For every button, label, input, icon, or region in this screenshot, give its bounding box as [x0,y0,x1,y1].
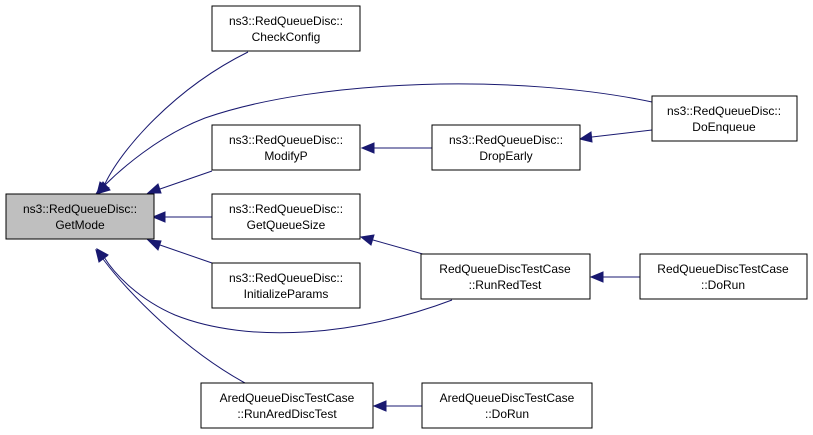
node-red-do-run-line2: ::DoRun [701,278,745,292]
node-check-config-line1: ns3::RedQueueDisc:: [229,14,343,28]
node-drop-early-line2: DropEarly [479,149,532,163]
node-run-ared-disc-test-line1: AredQueueDiscTestCase [220,391,355,405]
edge-check-config-to-get-mode [96,51,249,195]
node-initialize-params-line1: ns3::RedQueueDisc:: [229,271,343,285]
node-drop-early[interactable]: ns3::RedQueueDisc:: DropEarly [431,124,581,171]
edge-modify-p-to-get-mode [146,170,213,194]
node-ared-do-run[interactable]: AredQueueDiscTestCase ::DoRun [421,382,593,429]
edge-ared-do-run-to-run-ared-disc-test [372,400,422,412]
node-get-mode[interactable]: ns3::RedQueueDisc:: GetMode [5,193,155,240]
node-red-do-run-line1: RedQueueDiscTestCase [657,262,789,276]
node-modify-p[interactable]: ns3::RedQueueDisc:: ModifyP [211,124,361,171]
node-ared-do-run-line2: ::DoRun [485,407,529,421]
edge-red-do-run-to-run-red-test [589,271,640,283]
node-initialize-params-line2: InitializeParams [244,287,329,301]
node-ared-do-run-line1: AredQueueDiscTestCase [440,391,575,405]
edge-run-ared-disc-test-to-get-mode [95,249,246,384]
node-modify-p-line2: ModifyP [264,149,307,163]
node-red-do-run[interactable]: RedQueueDiscTestCase ::DoRun [639,253,808,300]
node-get-queue-size-line2: GetQueueSize [247,218,326,232]
node-run-red-test-line1: RedQueueDiscTestCase [439,262,571,276]
node-run-ared-disc-test[interactable]: AredQueueDiscTestCase ::RunAredDiscTest [200,382,374,429]
node-get-queue-size[interactable]: ns3::RedQueueDisc:: GetQueueSize [211,193,361,240]
node-modify-p-line1: ns3::RedQueueDisc:: [229,133,343,147]
node-run-red-test[interactable]: RedQueueDiscTestCase ::RunRedTest [420,253,591,300]
node-initialize-params[interactable]: ns3::RedQueueDisc:: InitializeParams [211,262,361,309]
edge-do-enqueue-to-get-mode [94,83,653,195]
node-check-config-line2: CheckConfig [252,30,321,44]
node-do-enqueue-line2: DoEnqueue [692,120,756,134]
node-get-queue-size-line1: ns3::RedQueueDisc:: [229,202,343,216]
node-drop-early-line1: ns3::RedQueueDisc:: [449,133,563,147]
node-do-enqueue-line1: ns3::RedQueueDisc:: [667,104,781,118]
node-run-ared-disc-test-line2: ::RunAredDiscTest [237,407,337,421]
nodes: ns3::RedQueueDisc:: GetMode ns3::RedQueu… [5,5,808,429]
edge-initialize-params-to-get-mode [146,239,213,264]
edges [94,51,653,412]
node-do-enqueue[interactable]: ns3::RedQueueDisc:: DoEnqueue [651,95,798,142]
node-get-mode-line1: ns3::RedQueueDisc:: [23,202,137,216]
edge-drop-early-to-modify-p [360,142,432,154]
node-run-red-test-line2: ::RunRedTest [469,278,542,292]
node-check-config[interactable]: ns3::RedQueueDisc:: CheckConfig [211,5,361,52]
edge-get-queue-size-to-get-mode [151,211,212,223]
edge-do-enqueue-to-drop-early [578,129,653,143]
node-get-mode-line2: GetMode [55,218,105,232]
